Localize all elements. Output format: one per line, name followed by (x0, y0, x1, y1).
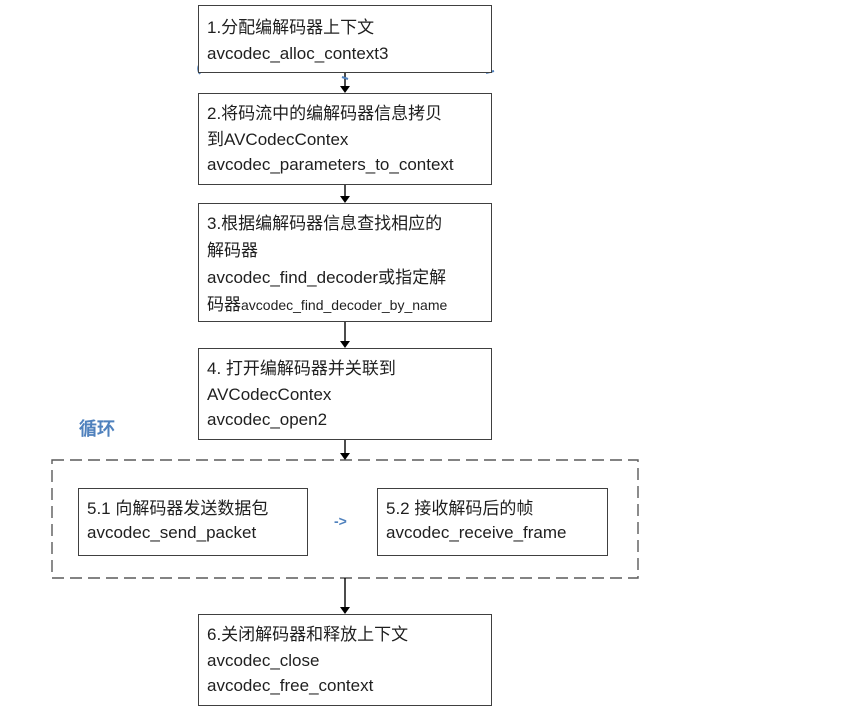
step-4-title: 4. 打开编解码器并关联到 (207, 359, 396, 378)
step-5-2-title: 5.2 接收解码后的帧 (386, 499, 534, 518)
step-4-api: avcodec_open2 (207, 410, 328, 429)
step-3-alt-api: avcodec_find_decoder_by_name (241, 297, 448, 313)
step-6-api-free: avcodec_free_context (207, 676, 374, 695)
step-5-1-box: 5.1 向解码器发送数据包 avcodec_send_packet (78, 488, 308, 556)
step-3-title: 3.根据编解码器信息查找相应的 (207, 214, 443, 233)
step-5-2-box: 5.2 接收解码后的帧 avcodec_receive_frame (377, 488, 608, 556)
step-5-2-api: avcodec_receive_frame (386, 523, 567, 542)
arrow-step4-to-loop (340, 440, 350, 460)
step-6-box: 6.关闭解码器和释放上下文 avcodec_close avcodec_free… (198, 614, 492, 706)
arrow-loop-to-step6 (340, 578, 350, 614)
arrow-step2-to-step3 (340, 185, 350, 203)
step-2-box: 2.将码流中的编解码器信息拷贝 到AVCodecContex avcodec_p… (198, 93, 492, 185)
step-6-api-close: avcodec_close (207, 650, 320, 670)
step-4-title-cont: AVCodecContex (207, 384, 332, 404)
step-1-box: 1.分配编解码器上下文 avcodec_alloc_context3 (198, 5, 492, 73)
step-1-title: 1.分配编解码器上下文 (207, 18, 375, 37)
step-5-1-title: 5.1 向解码器发送数据包 (87, 499, 269, 518)
arrow-step3-to-step4 (340, 322, 350, 348)
step-6-title: 6.关闭解码器和释放上下文 (207, 625, 409, 644)
loop-connector-arrow: -> (334, 513, 347, 529)
step-4-box: 4. 打开编解码器并关联到 AVCodecContex avcodec_open… (198, 348, 492, 440)
step-3-last-line: 码器avcodec_find_decoder_by_name (207, 291, 491, 318)
arrow-step1-to-step2 (340, 73, 350, 93)
loop-label: 循环 (79, 419, 115, 439)
step-3-last-prefix: 码器 (207, 295, 241, 314)
step-2-title: 2.将码流中的编解码器信息拷贝 (207, 104, 443, 123)
step-3-title-cont: 解码器 (207, 241, 258, 260)
step-3-api: avcodec_find_decoder或指定解 (207, 268, 447, 287)
step-1-api: avcodec_alloc_context3 (207, 43, 389, 63)
step-2-title-cont: 到AVCodecContex (207, 129, 349, 149)
step-5-1-api: avcodec_send_packet (87, 523, 257, 542)
step-3-box: 3.根据编解码器信息查找相应的 解码器 avcodec_find_decoder… (198, 203, 492, 322)
step-2-api: avcodec_parameters_to_context (207, 155, 454, 174)
